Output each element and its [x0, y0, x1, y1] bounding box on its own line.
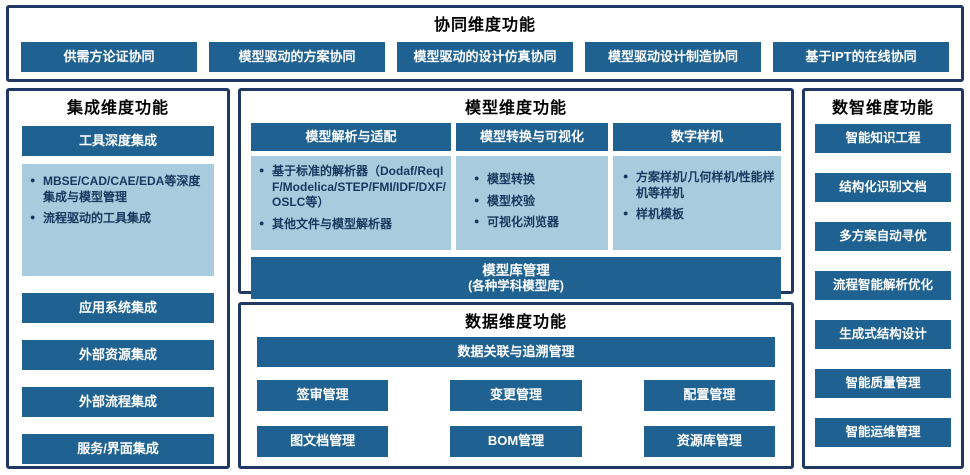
model-col-mockup-detail: 方案样机/几何样机/性能样机等样机 样机模板 — [613, 156, 781, 250]
integration-tool-bullet: MBSE/CAD/CAE/EDA等深度集成与模型管理 — [30, 174, 208, 205]
collab-item-scheme: 模型驱动的方案协同 — [209, 42, 385, 72]
integration-item-service-ui: 服务/界面集成 — [22, 434, 214, 464]
collaboration-panel: 协同维度功能 供需方论证协同 模型驱动的方案协同 模型驱动的设计仿真协同 模型驱… — [6, 5, 964, 82]
digital-title: 数智维度功能 — [831, 100, 934, 117]
model-col-convert: 模型转换与可视化 模型转换 模型校验 可视化浏览器 — [456, 123, 608, 250]
digital-item-auto-optimize: 多方案自动寻优 — [815, 222, 951, 251]
data-item-resource-lib: 资源库管理 — [643, 426, 775, 457]
data-title: 数据维度功能 — [464, 314, 567, 331]
data-grid: 签审管理 变更管理 配置管理 图文档管理 BOM管理 资源库管理 — [257, 380, 775, 457]
model-col-convert-header: 模型转换与可视化 — [456, 123, 608, 151]
collab-item-design-sim: 模型驱动的设计仿真协同 — [397, 42, 573, 72]
data-item-bom-mgmt: BOM管理 — [450, 426, 582, 457]
model-col-parse-bullets: 基于标准的解析器（Dodaf/ReqIF/Modelica/STEP/FMI/I… — [259, 164, 447, 232]
integration-tool-detail: MBSE/CAD/CAE/EDA等深度集成与模型管理 流程驱动的工具集成 — [22, 164, 214, 276]
model-col-parse-header: 模型解析与适配 — [251, 123, 451, 151]
model-col-convert-detail: 模型转换 模型校验 可视化浏览器 — [456, 156, 608, 250]
model-library-sub: (各种学科模型库) — [468, 278, 564, 293]
model-parse-bullet: 其他文件与模型解析器 — [259, 217, 447, 233]
digital-item-doc-recognition: 结构化识别文档 — [815, 173, 951, 202]
model-convert-bullet: 模型转换 — [474, 172, 604, 188]
integration-tool-bullet: 流程驱动的工具集成 — [30, 211, 208, 227]
model-parse-bullet: 基于标准的解析器（Dodaf/ReqIF/Modelica/STEP/FMI/I… — [259, 164, 447, 211]
collaboration-row: 供需方论证协同 模型驱动的方案协同 模型驱动的设计仿真协同 模型驱动设计制造协同… — [21, 42, 949, 72]
data-trace-bar: 数据关联与追溯管理 — [257, 337, 775, 367]
digital-item-knowledge: 智能知识工程 — [815, 124, 951, 153]
collab-item-demand-demo: 供需方论证协同 — [21, 42, 197, 72]
digital-item-ops: 智能运维管理 — [815, 418, 951, 447]
model-col-mockup-bullets: 方案样机/几何样机/性能样机等样机 样机模板 — [623, 170, 777, 223]
integration-item-external-resource: 外部资源集成 — [22, 340, 214, 370]
model-col-convert-bullets: 模型转换 模型校验 可视化浏览器 — [474, 172, 604, 231]
data-item-config-mgmt: 配置管理 — [643, 380, 775, 411]
model-columns: 模型解析与适配 基于标准的解析器（Dodaf/ReqIF/Modelica/ST… — [251, 123, 781, 250]
collab-item-ipt-online: 基于IPT的在线协同 — [773, 42, 949, 72]
model-mockup-bullet: 方案样机/几何样机/性能样机等样机 — [623, 170, 777, 201]
integration-panel: 集成维度功能 工具深度集成 MBSE/CAD/CAE/EDA等深度集成与模型管理… — [6, 88, 230, 469]
data-panel: 数据维度功能 数据关联与追溯管理 签审管理 变更管理 配置管理 图文档管理 BO… — [238, 302, 794, 469]
model-convert-bullet: 可视化浏览器 — [474, 215, 604, 231]
collaboration-title: 协同维度功能 — [433, 17, 536, 34]
model-col-parse-detail: 基于标准的解析器（Dodaf/ReqIF/Modelica/STEP/FMI/I… — [251, 156, 451, 250]
digital-item-process-parse: 流程智能解析优化 — [815, 271, 951, 300]
model-col-mockup-header: 数字样机 — [613, 123, 781, 151]
digital-item-generative-design: 生成式结构设计 — [815, 320, 951, 349]
collab-item-design-mfg: 模型驱动设计制造协同 — [585, 42, 761, 72]
model-col-parse: 模型解析与适配 基于标准的解析器（Dodaf/ReqIF/Modelica/ST… — [251, 123, 451, 250]
model-mockup-bullet: 样机模板 — [623, 207, 777, 223]
integration-tool-header: 工具深度集成 — [22, 126, 214, 156]
integration-tool-bullets: MBSE/CAD/CAE/EDA等深度集成与模型管理 流程驱动的工具集成 — [30, 174, 208, 227]
digital-panel: 数智维度功能 智能知识工程 结构化识别文档 多方案自动寻优 流程智能解析优化 生… — [802, 88, 964, 469]
model-library-title: 模型库管理 — [482, 263, 550, 279]
data-item-change-mgmt: 变更管理 — [450, 380, 582, 411]
model-title: 模型维度功能 — [464, 100, 567, 117]
model-col-mockup: 数字样机 方案样机/几何样机/性能样机等样机 样机模板 — [613, 123, 781, 250]
data-item-sign-review: 签审管理 — [257, 380, 389, 411]
model-convert-bullet: 模型校验 — [474, 194, 604, 210]
model-panel: 模型维度功能 模型解析与适配 基于标准的解析器（Dodaf/ReqIF/Mode… — [238, 88, 794, 299]
model-library-bar: 模型库管理 (各种学科模型库) — [251, 257, 781, 299]
integration-item-external-process: 外部流程集成 — [22, 387, 214, 417]
integration-title: 集成维度功能 — [66, 100, 169, 117]
digital-item-quality: 智能质量管理 — [815, 369, 951, 398]
digital-stack: 智能知识工程 结构化识别文档 多方案自动寻优 流程智能解析优化 生成式结构设计 … — [815, 124, 951, 447]
integration-item-app-system: 应用系统集成 — [22, 293, 214, 323]
data-item-doc-mgmt: 图文档管理 — [257, 426, 389, 457]
